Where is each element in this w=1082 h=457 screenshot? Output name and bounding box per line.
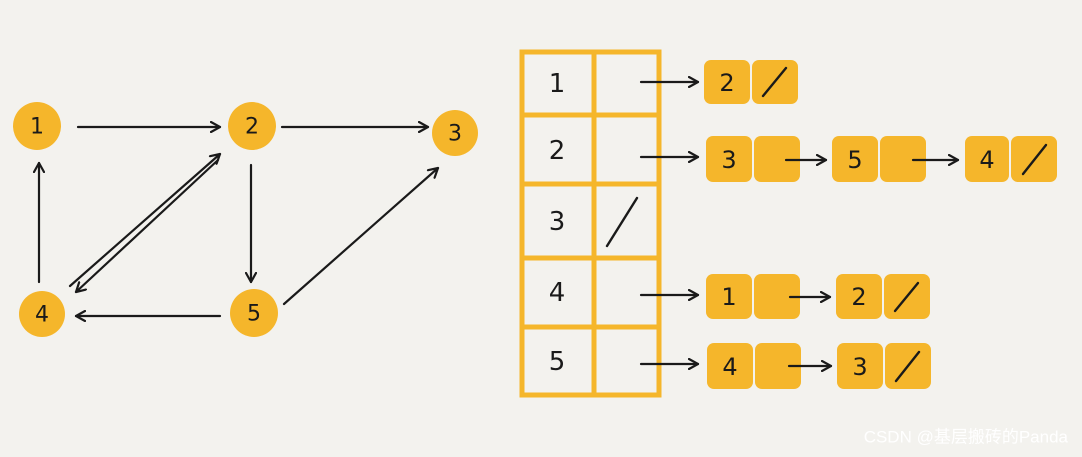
edge-2-4 — [74, 158, 220, 294]
list-node-value: 2 — [851, 283, 866, 311]
list-node-value: 4 — [979, 146, 994, 174]
edge-5-3 — [282, 166, 440, 306]
node-label: 3 — [448, 122, 462, 147]
table-vertex-label: 3 — [549, 207, 566, 237]
list-node-value: 1 — [721, 283, 736, 311]
graph-node: 4 — [19, 291, 65, 337]
null-pointer-slash — [894, 350, 921, 383]
node-label: 5 — [247, 302, 261, 327]
list-node-value: 3 — [721, 146, 736, 174]
list-node-value: 5 — [847, 146, 862, 174]
list-node-value: 4 — [722, 353, 737, 381]
watermark: CSDN @基层搬砖的Panda — [864, 428, 1069, 447]
graph-node: 2 — [228, 102, 276, 150]
node-label: 1 — [30, 115, 44, 140]
null-pointer-slash — [893, 281, 920, 313]
list-node: 2 — [836, 274, 930, 319]
table-vertex-label: 1 — [549, 69, 566, 99]
list-pointers — [639, 82, 700, 364]
list-node: 1 — [706, 274, 800, 319]
table-vertex-label: 2 — [549, 136, 566, 166]
list-node: 2 — [704, 60, 798, 104]
node-label: 4 — [35, 303, 49, 328]
list-node: 3 — [837, 343, 931, 389]
graph-node: 5 — [230, 289, 278, 337]
graph-node: 1 — [13, 102, 61, 150]
list-node: 5 — [832, 136, 926, 182]
table-vertex-label: 4 — [549, 278, 566, 308]
graph-edges — [39, 127, 440, 316]
table-border — [519, 49, 662, 398]
directed-graph: 1 2 3 4 5 — [13, 102, 478, 337]
list-node: 3 — [706, 136, 800, 182]
list-node: 4 — [965, 136, 1057, 182]
adjacency-table: 1 2 3 4 5 — [519, 49, 662, 398]
null-pointer-slash — [1021, 143, 1048, 176]
null-pointer-slash — [761, 66, 788, 98]
graph-node: 3 — [432, 110, 478, 156]
list-node-value: 2 — [719, 69, 734, 97]
linked-lists: 2 3 5 4 1 — [704, 60, 1057, 389]
list-node: 4 — [707, 343, 801, 389]
edge-4-2 — [68, 152, 222, 288]
graph-nodes: 1 2 3 4 5 — [13, 102, 478, 337]
list-node-value: 3 — [852, 353, 867, 381]
null-pointer-slash — [605, 196, 639, 248]
table-vertex-label: 5 — [549, 347, 566, 377]
node-label: 2 — [245, 115, 259, 140]
